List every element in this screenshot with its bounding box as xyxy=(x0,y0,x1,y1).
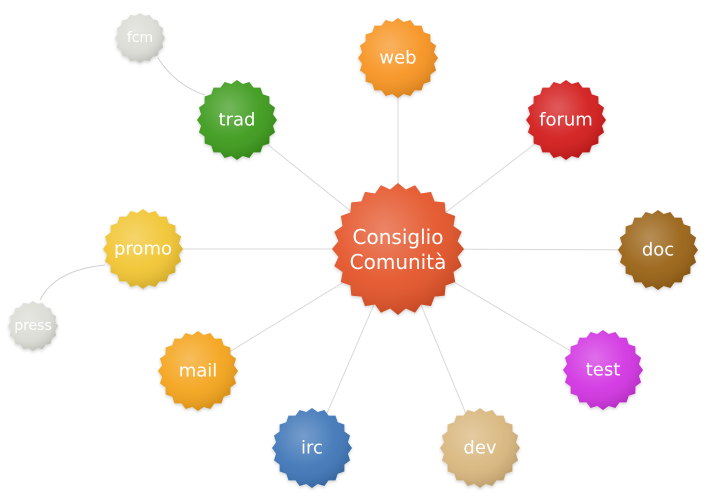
node-web-label: web xyxy=(379,48,416,69)
node-test[interactable]: test xyxy=(563,330,643,410)
node-center-label-line-2: Comunità xyxy=(350,250,447,274)
node-mail-label: mail xyxy=(179,361,218,382)
node-doc-highlight xyxy=(618,210,698,290)
node-mail-highlight xyxy=(158,331,238,411)
node-doc-label: doc xyxy=(642,240,674,261)
node-dev[interactable]: dev xyxy=(440,408,520,488)
node-press-highlight xyxy=(8,301,58,351)
node-promo[interactable]: promo xyxy=(103,209,183,289)
node-forum-highlight xyxy=(526,80,606,160)
node-dev-highlight xyxy=(440,408,520,488)
node-fcm[interactable]: fcm xyxy=(115,13,165,63)
node-press[interactable]: press xyxy=(8,301,58,351)
node-promo-label: promo xyxy=(114,239,172,260)
nodes-layer: fcm press web forum doc test dev irc mail promo tr… xyxy=(8,13,698,488)
node-test-label: test xyxy=(586,360,621,381)
node-trad-label: trad xyxy=(219,110,256,131)
node-trad[interactable]: trad xyxy=(197,80,277,160)
node-fcm-highlight xyxy=(115,13,165,63)
node-doc[interactable]: doc xyxy=(618,210,698,290)
node-center-highlight xyxy=(332,183,464,315)
node-press-label: press xyxy=(14,318,52,334)
node-promo-highlight xyxy=(103,209,183,289)
node-forum-label: forum xyxy=(539,110,593,131)
node-test-highlight xyxy=(563,330,643,410)
node-center-label-line-1: Consiglio xyxy=(353,225,444,249)
node-trad-highlight xyxy=(197,80,277,160)
node-web[interactable]: web xyxy=(358,18,438,98)
node-forum[interactable]: forum xyxy=(526,80,606,160)
edge-press xyxy=(39,264,106,301)
node-irc-label: irc xyxy=(301,438,323,459)
node-dev-label: dev xyxy=(463,438,497,459)
edge-fcm xyxy=(157,57,206,96)
node-irc[interactable]: irc xyxy=(272,408,352,488)
node-web-highlight xyxy=(358,18,438,98)
node-fcm-label: fcm xyxy=(127,30,153,46)
node-mail[interactable]: mail xyxy=(158,331,238,411)
node-irc-highlight xyxy=(272,408,352,488)
